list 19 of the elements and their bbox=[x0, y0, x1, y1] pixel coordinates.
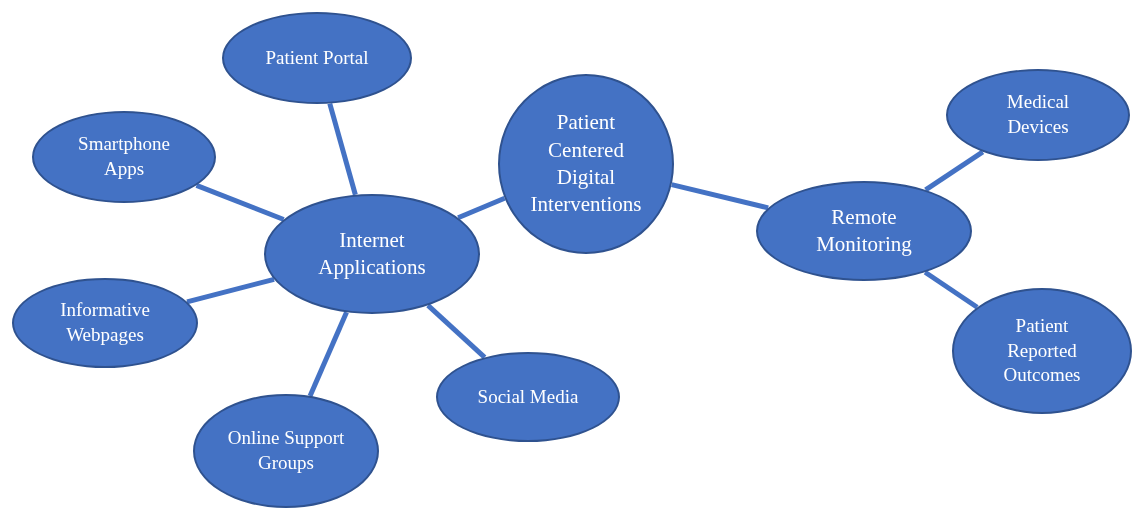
connector-line bbox=[671, 182, 769, 211]
connector-line bbox=[457, 195, 506, 221]
node-label: Social Media bbox=[477, 384, 579, 409]
node-label: Informative Webpages bbox=[59, 298, 151, 347]
node-label: Internet Applications bbox=[317, 226, 427, 281]
node-label: Patient Centered Digital Interventions bbox=[530, 109, 642, 219]
node-label: Medical Devices bbox=[1005, 90, 1071, 139]
node-label: Remote Monitoring bbox=[815, 203, 913, 258]
connector-line bbox=[923, 270, 979, 310]
connector-line bbox=[307, 311, 349, 397]
connector-line bbox=[327, 102, 358, 196]
node-label: Smartphone Apps bbox=[77, 132, 171, 181]
connector-line bbox=[195, 183, 285, 222]
node-label: Online Support Groups bbox=[226, 426, 346, 475]
connector-line bbox=[924, 149, 985, 192]
node-label: Patient Reported Outcomes bbox=[1002, 313, 1082, 388]
connector-line bbox=[426, 303, 487, 360]
connector-line bbox=[186, 276, 275, 305]
node-label: Patient Portal bbox=[265, 45, 369, 70]
